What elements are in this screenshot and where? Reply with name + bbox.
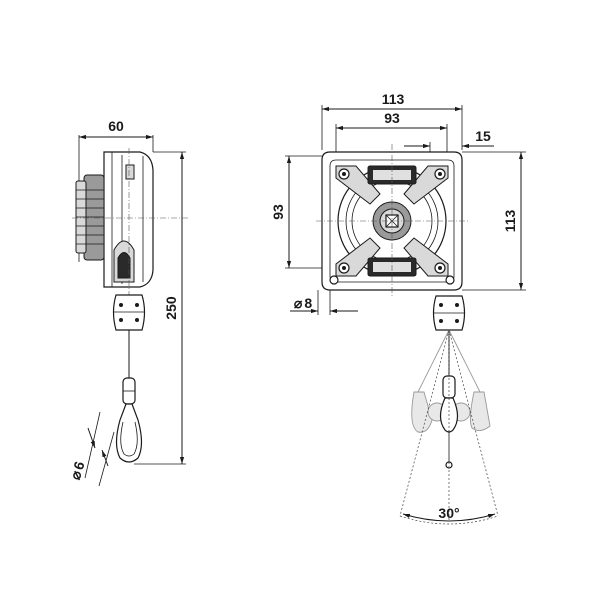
front-hole-spacing-h-label: 93	[384, 110, 400, 126]
front-cable-clamp	[432, 295, 466, 331]
front-view: 113 93 15 93 113	[270, 91, 526, 525]
front-overall-height-label: 113	[502, 209, 518, 232]
front-hole-spacing-v-label: 93	[270, 204, 286, 220]
side-snap-hook	[115, 403, 143, 463]
side-height-label: 250	[163, 296, 179, 320]
front-swing-envelope	[399, 329, 499, 525]
front-hole-spacing-h-dimension: 93	[335, 110, 448, 168]
front-diameter-symbol: ⌀	[294, 295, 303, 311]
front-overall-width-dimension: 113	[321, 91, 463, 150]
side-swivel	[122, 377, 136, 405]
front-offset-label: 15	[475, 128, 491, 144]
side-cable-diameter-dimension: ⌀6	[67, 411, 115, 487]
side-width-label: 60	[108, 118, 124, 134]
front-center-hook	[439, 330, 459, 469]
svg-text:⌀6: ⌀6	[67, 459, 88, 481]
front-swing-angle-label: 30°	[438, 505, 459, 521]
side-knob	[75, 174, 105, 261]
front-swing-angle-dimension: 30°	[402, 505, 496, 522]
front-overall-width-label: 113	[382, 91, 405, 107]
side-housing	[103, 151, 154, 288]
front-hole-spacing-v-dimension: 93	[270, 155, 340, 269]
svg-text:⌀8: ⌀8	[294, 295, 312, 311]
front-mounting-holes	[329, 168, 455, 285]
front-hole-diameter-label: 8	[304, 295, 312, 311]
side-view: 60	[67, 118, 190, 487]
side-cable-clamp	[112, 294, 146, 331]
front-overall-height-dimension: 113	[462, 151, 526, 291]
side-height-dimension: 250	[134, 151, 186, 465]
front-hole-diameter-dimension: ⌀8	[290, 290, 358, 315]
